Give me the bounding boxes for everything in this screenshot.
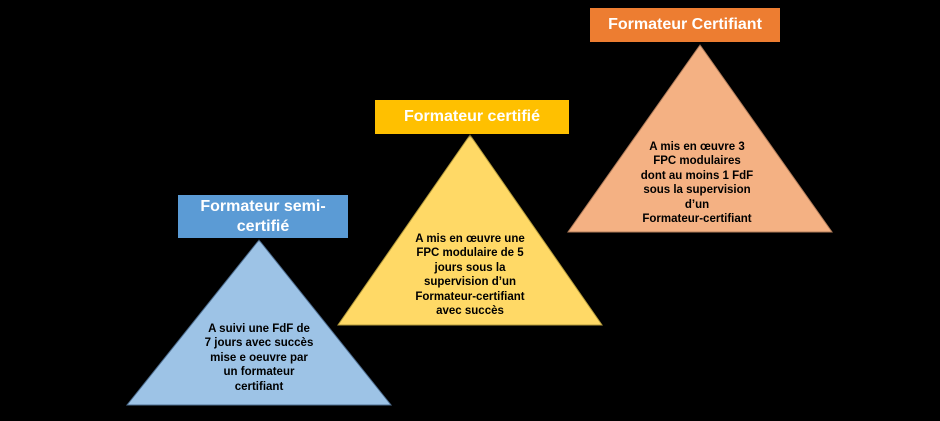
level-2-title: Formateur certifié [375,100,569,134]
triangle-level-3 [567,44,833,233]
triangle-level-1 [125,239,393,406]
level-2-description: A mis en œuvre une FPC modulaire de 5 jo… [415,233,525,318]
level-1-title: Formateur semi- certifié [178,195,348,238]
level-1-description: A suivi une FdF de 7 jours avec succès m… [204,323,314,393]
level-3-title: Formateur Certifiant [590,8,780,42]
level-3-description: A mis en œuvre 3 FPC modulaires dont au … [640,141,754,226]
triangle-level-2 [337,134,603,326]
